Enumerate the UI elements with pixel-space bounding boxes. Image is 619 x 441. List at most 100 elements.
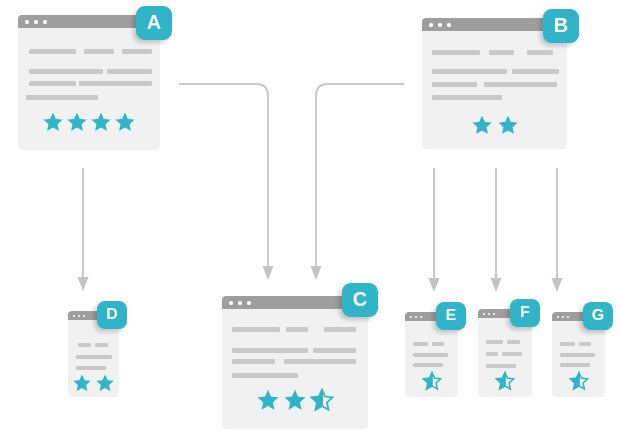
skeleton-text-row (413, 363, 443, 367)
window-control-dot-icon (493, 312, 495, 315)
skeleton-text-bar (502, 352, 522, 356)
window-titlebar (18, 15, 160, 28)
skeleton-text-bar (579, 342, 591, 346)
skeleton-text-bar (29, 49, 76, 54)
skeleton-text-row (432, 50, 553, 55)
window-control-dot-icon (567, 315, 569, 318)
badge-a: A (136, 6, 172, 40)
half-star-icon (310, 388, 334, 412)
skeleton-text-row (232, 359, 356, 364)
skeleton-text-bar (432, 69, 507, 74)
star-icon (115, 112, 135, 131)
star-icon (73, 374, 91, 392)
window-titlebar (552, 312, 605, 321)
skeleton-text-row (76, 366, 106, 370)
window-control-dot-icon (488, 312, 490, 315)
skeleton-text-bar (232, 327, 280, 332)
skeleton-text-row (413, 353, 448, 357)
star-icon (257, 389, 279, 410)
skeleton-text-row (232, 348, 356, 353)
skeleton-text-bar (484, 82, 557, 87)
star-icon (471, 115, 492, 134)
window-control-dot-icon (34, 19, 38, 24)
badge-e: E (436, 302, 466, 330)
window-control-dot-icon (562, 315, 564, 318)
skeleton-text-bar (78, 343, 91, 347)
skeleton-text-row (486, 352, 522, 356)
skeleton-text-bar (95, 343, 108, 347)
skeleton-text-bar (432, 342, 444, 346)
window-control-dot-icon (78, 314, 80, 317)
window-control-dot-icon (438, 22, 442, 27)
badge-b: B (543, 9, 579, 43)
window-control-dot-icon (73, 314, 75, 317)
skeleton-text-bar (84, 49, 114, 54)
skeleton-text-bar (560, 353, 595, 357)
window-control-dot-icon (420, 315, 422, 318)
arrowhead-a-to-d (77, 277, 89, 291)
star-rating (478, 371, 532, 391)
half-star-icon (421, 371, 442, 391)
window-control-dot-icon (483, 312, 485, 315)
skeleton-text-row (232, 373, 298, 378)
star-rating (18, 111, 160, 133)
star-icon (96, 374, 114, 392)
star-icon (67, 112, 87, 131)
browser-window-c: C (222, 283, 378, 429)
skeleton-text-bar (486, 340, 503, 344)
skeleton-text-bar (432, 82, 477, 87)
skeleton-text-bar (232, 373, 298, 378)
skeleton-text-row (232, 327, 356, 332)
skeleton-text-bar (76, 366, 106, 370)
skeleton-text-row (29, 69, 152, 74)
skeleton-text-row (486, 340, 520, 344)
window-titlebar (405, 312, 458, 321)
browser-window-a: A (18, 6, 172, 150)
arrowhead-b-to-c (310, 266, 322, 280)
arrow-b-to-c (315, 83, 404, 266)
skeleton-text-row (413, 342, 444, 346)
window-control-dot-icon (447, 22, 451, 27)
skeleton-text-bar (313, 348, 356, 353)
arrowhead-b-to-g (551, 278, 563, 292)
skeleton-text-row (486, 364, 516, 368)
skeleton-text-row (560, 353, 595, 357)
skeleton-text-bar (232, 348, 308, 353)
skeleton-text-row (29, 81, 152, 86)
star-rating (552, 371, 605, 391)
skeleton-text-bar (286, 327, 308, 332)
skeleton-text-bar (413, 342, 428, 346)
arrowhead-a-to-c (262, 266, 274, 280)
window-control-dot-icon (43, 19, 47, 24)
arrowhead-b-to-f (490, 278, 502, 292)
window-titlebar (222, 296, 368, 309)
half-star-icon (495, 371, 515, 391)
skeleton-text-bar (432, 95, 502, 100)
browser-window-b: B (422, 9, 579, 149)
skeleton-text-row (29, 49, 152, 54)
skeleton-text-bar (324, 327, 356, 332)
window-control-dot-icon (557, 315, 559, 318)
skeleton-text-bar (29, 81, 76, 86)
badge-c: C (342, 283, 378, 317)
skeleton-text-bar (527, 50, 553, 55)
browser-window-d: D (68, 301, 127, 397)
window-control-dot-icon (25, 19, 29, 24)
window-control-dot-icon (83, 314, 85, 317)
skeleton-text-row (432, 69, 559, 74)
window-control-dot-icon (247, 300, 251, 305)
star-icon (43, 112, 63, 131)
window-control-dot-icon (415, 315, 417, 318)
skeleton-text-row (78, 343, 108, 347)
skeleton-text-bar (122, 49, 152, 54)
skeleton-text-bar (79, 81, 152, 86)
window-control-dot-icon (238, 300, 242, 305)
arrowhead-b-to-e (428, 278, 440, 292)
skeleton-text-bar (29, 69, 103, 74)
skeleton-text-bar (507, 340, 520, 344)
skeleton-text-row (76, 355, 112, 359)
skeleton-text-bar (486, 364, 516, 368)
star-rating (68, 373, 119, 393)
skeleton-text-row (560, 342, 591, 346)
